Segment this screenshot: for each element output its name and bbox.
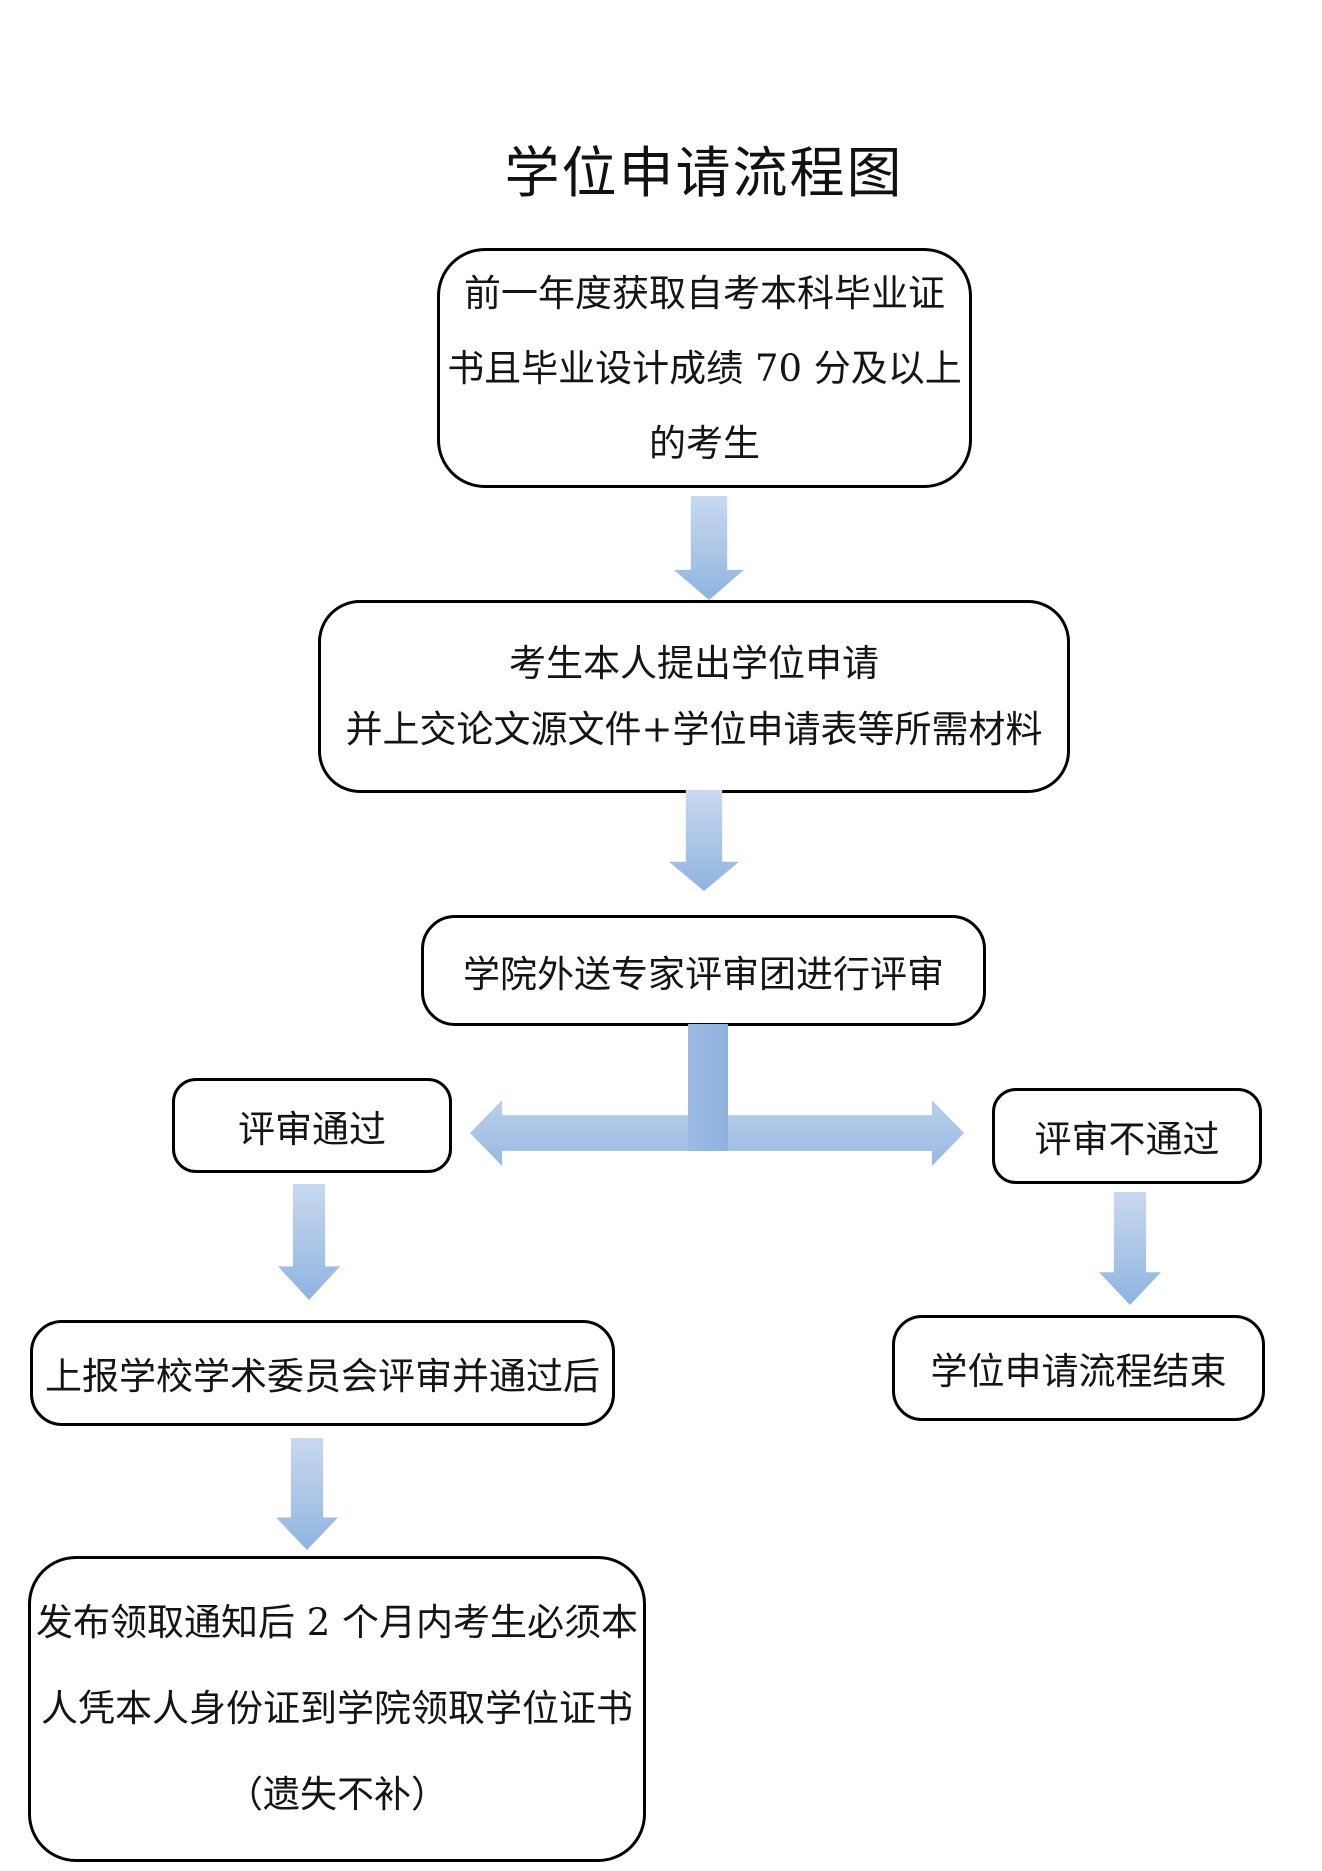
- node-text-line: 前一年度获取自考本科毕业证: [464, 271, 945, 315]
- node-text-line: 并上交论文源文件+学位申请表等所需材料: [345, 707, 1043, 751]
- flow-node-pass: 评审通过: [172, 1078, 452, 1173]
- fail-to-end-arrow: [1099, 1192, 1161, 1305]
- node-text-line: 评审通过: [238, 1107, 386, 1151]
- review-branch-stem: [688, 1024, 728, 1151]
- node-text-line: （遗失不补）: [226, 1773, 448, 1816]
- flow-node-apply: 考生本人提出学位申请 并上交论文源文件+学位申请表等所需材料: [318, 600, 1070, 793]
- flow-node-report: 上报学校学术委员会评审并通过后: [30, 1320, 615, 1426]
- node-text-line: 学院外送专家评审团进行评审: [463, 952, 944, 996]
- flow-node-end: 学位申请流程结束: [892, 1315, 1265, 1421]
- node-text-line: 评审不通过: [1034, 1118, 1220, 1161]
- flow-node-review: 学院外送专家评审团进行评审: [421, 915, 986, 1026]
- node-text-line: 书且毕业设计成绩 70 分及以上: [447, 346, 962, 390]
- apply-to-review-arrow: [669, 790, 739, 891]
- report-to-collect-arrow: [276, 1438, 338, 1550]
- flow-node-fail: 评审不通过: [992, 1088, 1262, 1184]
- eligibility-to-apply-arrow: [674, 496, 744, 600]
- node-text-line: 上报学校学术委员会评审并通过后: [45, 1355, 600, 1398]
- flow-node-eligibility: 前一年度获取自考本科毕业证 书且毕业设计成绩 70 分及以上 的考生: [437, 248, 972, 488]
- node-text-line: 的考生: [649, 421, 760, 465]
- flow-node-collect: 发布领取通知后 2 个月内考生必须本 人凭本人身份证到学院领取学位证书 （遗失不…: [28, 1556, 646, 1862]
- page-title: 学位申请流程图: [504, 141, 904, 205]
- pass-to-report-arrow: [278, 1184, 340, 1300]
- node-text-line: 人凭本人身份证到学院领取学位证书: [41, 1687, 633, 1730]
- node-text-line: 考生本人提出学位申请: [509, 641, 879, 685]
- node-text-line: 发布领取通知后 2 个月内考生必须本: [35, 1601, 639, 1644]
- node-text-line: 学位申请流程结束: [930, 1350, 1227, 1393]
